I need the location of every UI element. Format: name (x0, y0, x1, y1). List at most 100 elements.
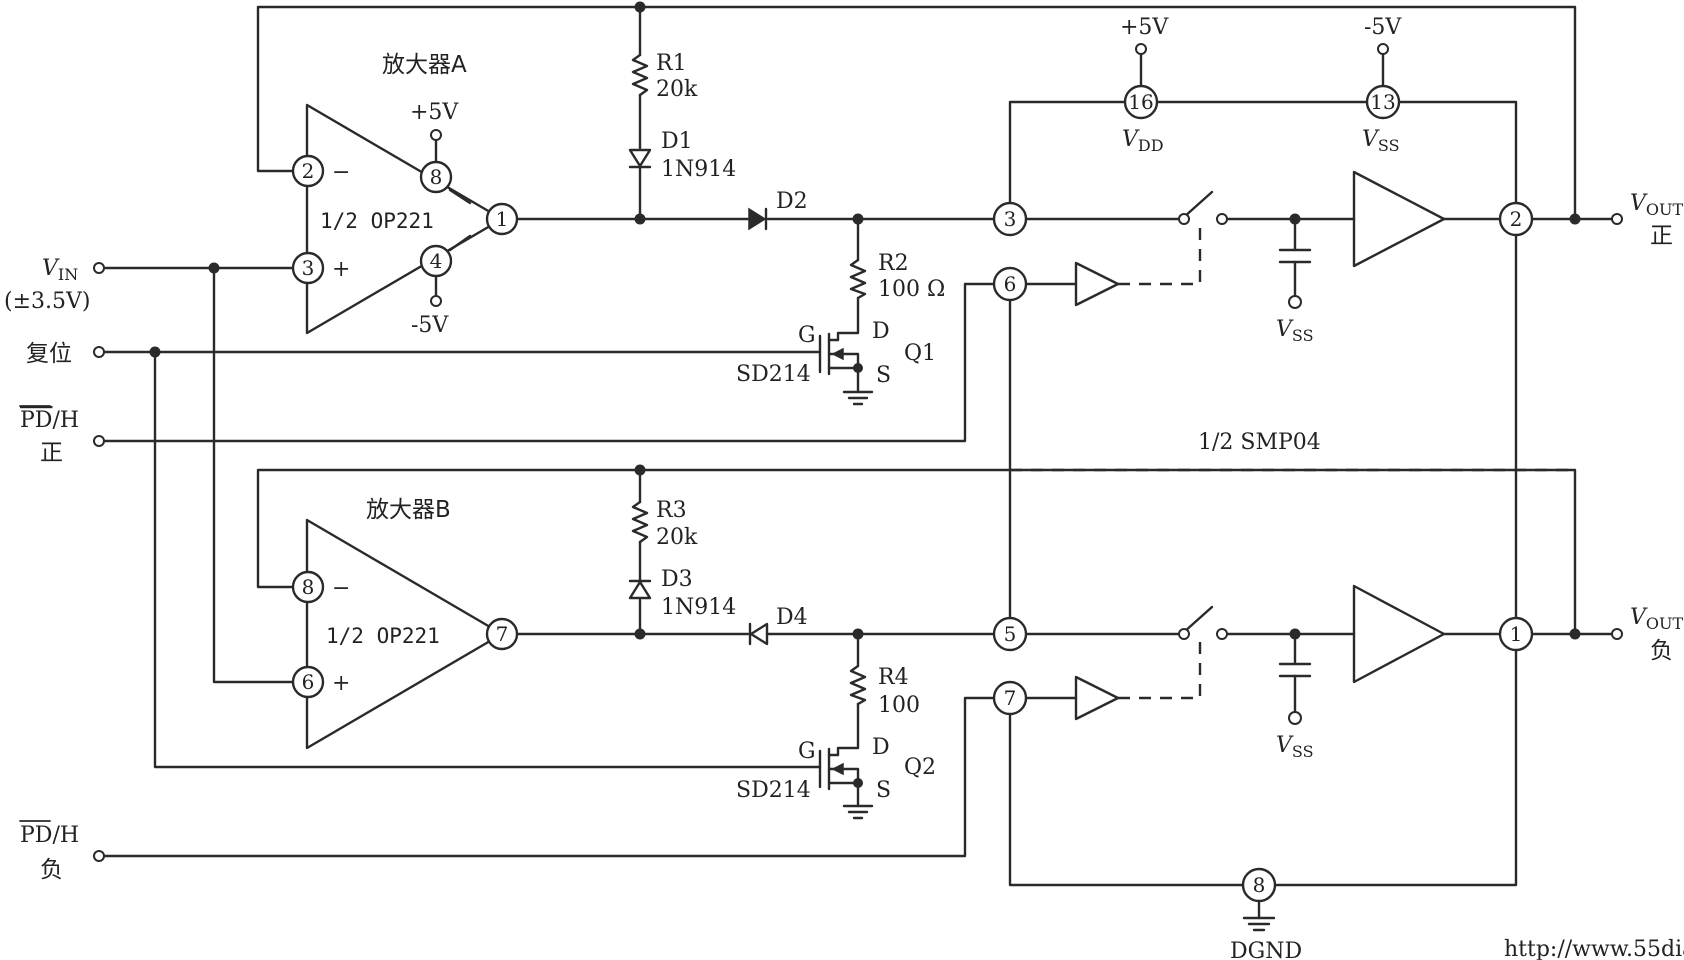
vin-label: VIN (42, 256, 78, 284)
cap-a-vss-label: VSS (1276, 317, 1314, 345)
labels: 放大器A 1/2 OP221 +5V -5V − + 放大器B 1/2 OP22… (4, 15, 1684, 960)
terminal-ampA-vneg (430, 295, 442, 307)
switch-b-right-contact (1216, 628, 1228, 640)
q1-source-label: S (876, 363, 891, 388)
smp-pin-8-circle (1241, 867, 1277, 903)
switch-a-control-link (1118, 222, 1202, 286)
cap-b-vss-label: VSS (1276, 733, 1314, 761)
q1-part: SD214 (736, 362, 811, 387)
amplifier-b-sign-plus: + (332, 671, 350, 696)
wire-vin-ampB (212, 266, 295, 684)
r4-value: 100 (878, 693, 920, 718)
terminal-smp-vss (1377, 43, 1389, 55)
switch-b-control-link (1118, 636, 1202, 700)
smp-pin-3-circle (992, 201, 1028, 237)
amplifier-a-sign-minus: − (332, 160, 350, 185)
vout-neg-label: VOUT (1630, 605, 1683, 633)
wire-smp-left-bus (1008, 100, 1126, 221)
r2-ref: R2 (878, 251, 909, 276)
resistors (631, 53, 867, 706)
smp-pin-5: 5 (1004, 622, 1017, 646)
op-amp-a-vpos-lead (448, 188, 472, 205)
reset-label: 复位 (26, 341, 72, 367)
terminal-pdh-neg (93, 850, 105, 862)
r2-value: 100 Ω (878, 277, 945, 302)
ampA-pin-1: 1 (496, 207, 509, 231)
r1-value: 20k (656, 77, 698, 102)
smp-pin-3: 3 (1004, 207, 1017, 231)
d2-ref: D2 (776, 189, 808, 214)
smp-pin-2-circle (1498, 201, 1534, 237)
ampB-pin-6-circle (291, 665, 325, 699)
diode-d4-body (749, 622, 769, 646)
junction-r3-top (634, 464, 646, 476)
amplifier-a-sign-plus: + (332, 257, 350, 282)
smp-pin-1-circle (1498, 616, 1534, 652)
smp-pin-5-circle (992, 616, 1028, 652)
d4-ref: D4 (776, 605, 808, 630)
terminal-vin (93, 262, 105, 274)
op-amp-a (305, 103, 504, 335)
smp-vss-label: VSS (1362, 127, 1400, 155)
junctions (149, 1, 1581, 640)
ampB-pin-7-circle (485, 617, 519, 651)
wire-bottom-feedback (256, 468, 1577, 636)
d3-ref: D3 (661, 567, 693, 592)
vout-pos-word: 正 (1650, 223, 1673, 249)
amplifier-a-part: 1/2 OP221 (320, 209, 434, 233)
ampB-pin-6: 6 (302, 670, 315, 694)
wire-pdh-pos (102, 282, 996, 443)
q2-drain-label: D (872, 735, 890, 760)
d3-part: 1N914 (661, 595, 736, 620)
cap-b-vss-terminal (1288, 711, 1302, 725)
q1-ref: Q1 (904, 341, 936, 366)
resistor-r4 (849, 664, 867, 706)
junction-cap-b (1289, 628, 1301, 640)
amplifier-b-name: 放大器B (366, 497, 451, 523)
junction-reset (149, 346, 161, 358)
ampB-pin-8-circle (291, 570, 325, 604)
wire-smp-right-bottom (1274, 648, 1518, 887)
amplifier-a-name: 放大器A (382, 52, 467, 78)
r1-ref: R1 (656, 51, 687, 76)
vout-neg-word: 负 (1650, 638, 1673, 664)
q2-body-arrow (831, 762, 844, 776)
pin-circles: 2 3 8 4 1 8 6 7 16 13 3 6 2 5 7 1 8 (291, 84, 1534, 903)
terminal-smp-vdd (1135, 43, 1147, 55)
op-amp-a-triangle (305, 103, 504, 335)
smp-pin-6: 6 (1004, 272, 1017, 296)
ampA-pin-4: 4 (430, 249, 443, 273)
dgnd-label: DGND (1230, 939, 1302, 960)
wire-r4-drain (836, 702, 860, 757)
wire-pdh-neg (102, 696, 996, 858)
terminal-ampA-vpos (430, 129, 442, 141)
smp-pin-16-circle (1123, 84, 1159, 120)
amplifier-b-sign-minus: − (332, 576, 350, 601)
wire-r2-drain (836, 296, 860, 342)
control-buffer-a (1074, 261, 1120, 307)
junction-r2-top (852, 213, 864, 225)
smp-pin-13: 13 (1370, 90, 1395, 114)
smp-pin-7: 7 (1004, 686, 1017, 710)
q1-source-node (853, 363, 863, 373)
amplifier-b-part: 1/2 OP221 (326, 624, 440, 648)
pdh-pos-word: 正 (40, 440, 63, 466)
terminal-vout-neg (1611, 628, 1623, 640)
q1-drain-label: D (872, 319, 890, 344)
ampA-pin-2-circle (291, 154, 325, 188)
output-buffer-b (1352, 584, 1446, 684)
ampA-pin-4-circle (419, 244, 453, 278)
smp-pin-6-circle (992, 266, 1028, 302)
junction-vin (208, 262, 220, 274)
op-amp-b (305, 518, 504, 750)
switch-b-blade (1182, 605, 1214, 634)
junction-r1-top (634, 1, 646, 13)
pdh-neg-word: 负 (40, 857, 63, 883)
ampA-pin-8-circle (419, 160, 453, 194)
smp-pin-8: 8 (1253, 873, 1266, 897)
ampB-pin-8: 8 (302, 575, 315, 599)
diode-d3-body (628, 580, 652, 600)
switch-a-right-contact (1216, 213, 1228, 225)
hold-capacitors (1278, 248, 1312, 725)
